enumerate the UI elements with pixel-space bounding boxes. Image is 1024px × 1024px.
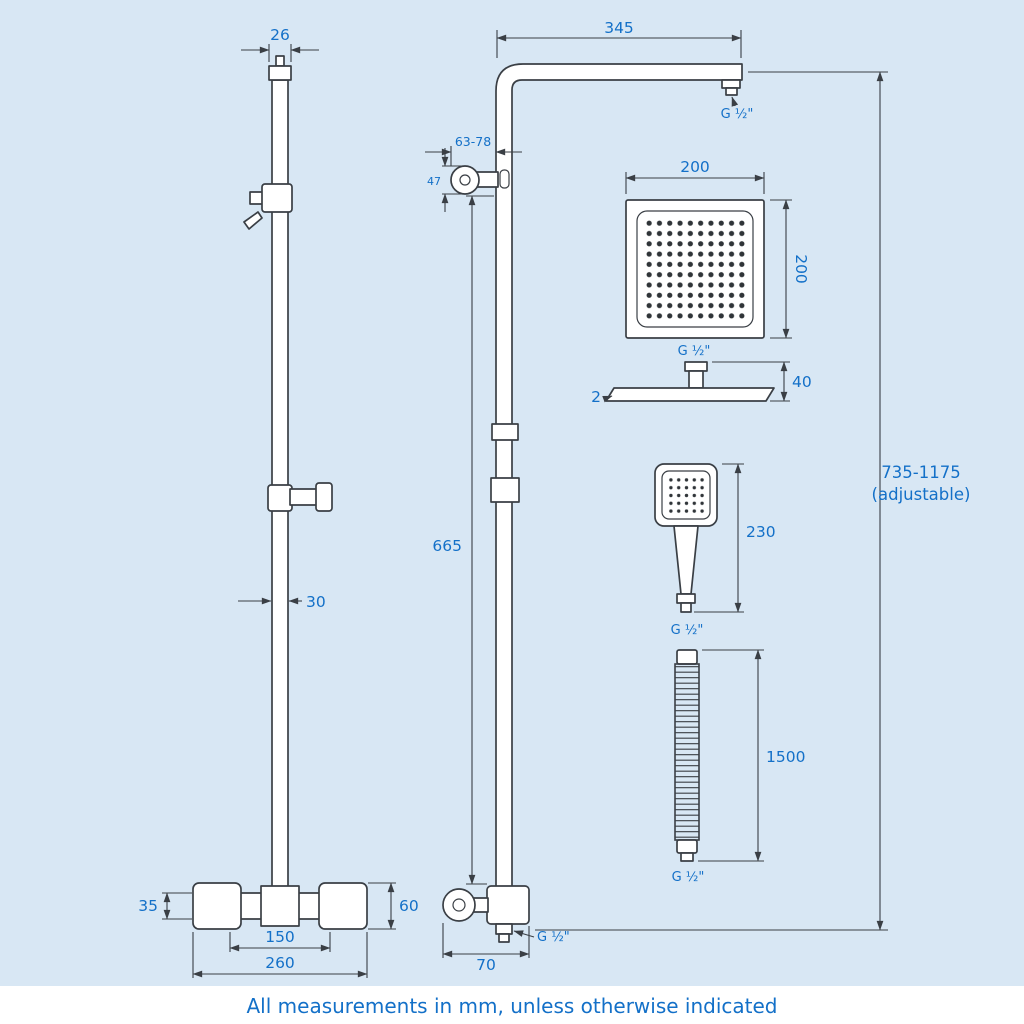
hose-thread-label: G ½" xyxy=(672,870,705,885)
dim-label-head-depth: 200 xyxy=(792,254,810,284)
elbow-thread-leader xyxy=(513,930,535,938)
slider-rail-figure: 26 30 35 60 150 xyxy=(138,26,419,978)
dimension-head-depth xyxy=(770,199,792,339)
dim-label-valve-inner-width: 150 xyxy=(265,928,295,946)
elbow-wall-plate xyxy=(442,888,476,922)
valve-center-block xyxy=(260,885,300,927)
head-nozzle-dots xyxy=(644,218,746,320)
handset-thread-tip xyxy=(680,602,692,613)
dimension-head-profile-height xyxy=(712,361,790,402)
rail-top-cap xyxy=(268,65,292,81)
dim-label-head-profile-height: 40 xyxy=(792,373,812,391)
valve-right-knob xyxy=(318,882,368,930)
dimension-valve-inner-width xyxy=(229,932,331,952)
handset-nozzle-dots xyxy=(667,476,705,514)
handset-figure: 230 G ½" xyxy=(654,463,776,638)
handset-holder-clamp xyxy=(261,183,293,213)
slider-clamp xyxy=(267,484,293,512)
dim-label-handset-length: 230 xyxy=(746,523,776,541)
arm-thread-leader xyxy=(731,96,739,107)
hose-figure: 1500 G ½" xyxy=(672,649,805,885)
dimension-arm-length xyxy=(496,30,742,58)
overall-note-label: (adjustable) xyxy=(872,485,971,504)
hose-bottom-nut xyxy=(676,839,698,854)
dimension-riser-length xyxy=(466,195,494,885)
dim-label-arm-length: 345 xyxy=(604,19,634,37)
dim-label-valve-left-height: 35 xyxy=(138,897,158,915)
elbow-outlet xyxy=(495,923,513,935)
pipe-collar xyxy=(491,423,519,441)
head-edge-leader xyxy=(602,395,613,403)
pipe-screw-detail xyxy=(499,169,510,189)
footer-note: All measurements in mm, unless otherwise… xyxy=(247,994,778,1018)
dim-label-valve-total-width: 260 xyxy=(265,954,295,972)
arm-outlet-thread xyxy=(725,87,738,96)
arm-outlet-flange xyxy=(721,79,741,89)
dim-label-valve-right-height: 60 xyxy=(399,897,419,915)
dim-label-head-edge-thickness: 2 xyxy=(591,388,601,406)
overall-height-dimension xyxy=(535,71,888,931)
elbow-outlet-thread xyxy=(498,933,510,943)
riser-pipe-figure: 345 G ½" 63-78 47 665 xyxy=(425,19,753,974)
dim-label-head-width: 200 xyxy=(680,158,710,176)
dimension-elbow-width xyxy=(442,923,530,958)
dim-label-riser-length: 665 xyxy=(432,537,462,555)
handset-thread-label: G ½" xyxy=(671,623,704,638)
wall-bracket-screw xyxy=(459,174,471,186)
overall-range-label: 735-1175 xyxy=(881,463,960,482)
dimension-valve-left-height xyxy=(162,892,192,920)
footer-strip xyxy=(0,986,1024,1024)
dim-label-hose-length: 1500 xyxy=(766,748,805,766)
rail-top-nub xyxy=(275,55,285,67)
elbow-body xyxy=(486,885,530,925)
handset-holder-lever xyxy=(243,211,263,230)
overhead-shower-side-view: G ½" 40 2 xyxy=(591,344,812,406)
hose-thread-tip xyxy=(680,852,694,862)
dim-label-elbow-width: 70 xyxy=(476,956,496,974)
handset-face-frame xyxy=(661,470,711,520)
hose-top-nut xyxy=(676,649,698,665)
hose-body xyxy=(674,663,700,841)
dimension-wall-bracket-range xyxy=(425,146,522,166)
arm-thread-label: G ½" xyxy=(721,107,754,122)
elbow-thread-label: G ½" xyxy=(537,930,570,945)
valve-left-knob xyxy=(192,882,242,930)
head-inner-frame xyxy=(636,210,754,328)
dimension-wall-bracket-height xyxy=(441,148,462,212)
dimension-valve-right-height xyxy=(368,882,396,930)
head-profile-plate xyxy=(605,387,775,402)
slider-end-block xyxy=(315,482,333,512)
wall-bracket-plate xyxy=(450,165,480,195)
overhead-shower-top-view: 200 200 xyxy=(625,158,810,339)
head-connector-stem xyxy=(688,370,704,389)
dim-label-wall-bracket-height: 47 xyxy=(427,175,441,188)
dimension-valve-total-width xyxy=(192,932,368,978)
dimension-rail-cap-width xyxy=(241,44,319,62)
head-connector-collar xyxy=(684,361,708,372)
dim-label-rail-width: 30 xyxy=(306,593,326,611)
dim-label-rail-cap-width: 26 xyxy=(270,26,290,44)
dim-label-wall-bracket-range: 63-78 xyxy=(455,134,491,149)
dimension-head-width xyxy=(625,172,765,194)
handset-nut xyxy=(676,593,696,604)
dimension-hose-length xyxy=(698,649,764,862)
elbow-wall-screw xyxy=(452,898,466,912)
dimension-handset-length xyxy=(694,463,744,613)
head-thread-label: G ½" xyxy=(678,344,711,359)
pipe-diverter-block xyxy=(490,477,520,503)
